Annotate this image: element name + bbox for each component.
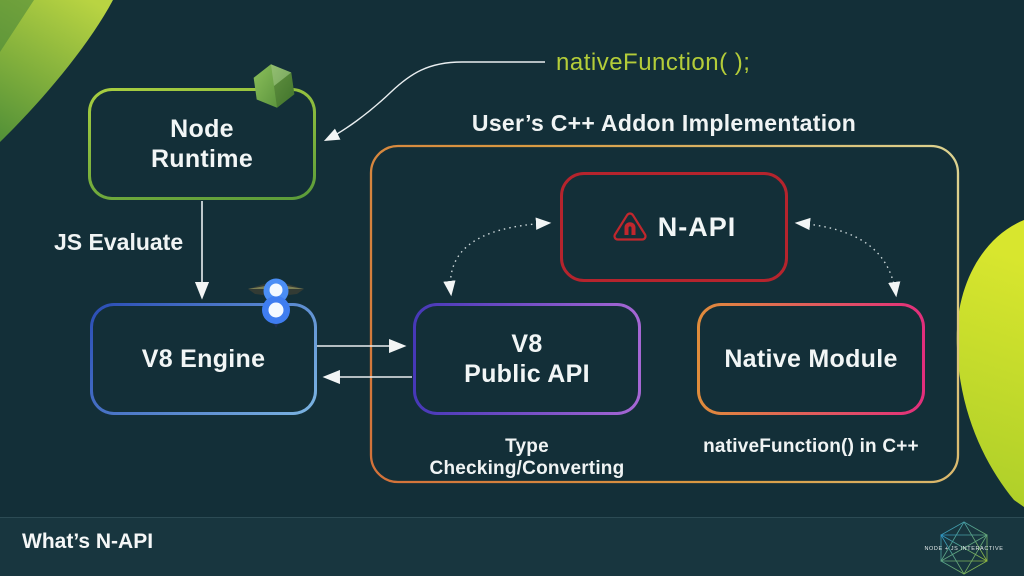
v8-public-api-box: V8 Public API	[413, 303, 641, 415]
type-checking-caption: Type Checking/Converting	[429, 436, 625, 479]
v8-public-api-label-line1: V8	[511, 329, 543, 358]
footer-logo-text: NODE + JS INTERACTIVE	[924, 546, 1003, 552]
arrow-napi-native-module-bidirectional	[794, 217, 901, 298]
native-module-box-inner: Native Module	[700, 306, 922, 412]
js-evaluate-label: JS Evaluate	[54, 229, 184, 255]
arrow-public-api-napi-bidirectional	[443, 217, 552, 297]
node-runtime-label-line2: Runtime	[150, 145, 254, 173]
v8-engine-label: V8 Engine	[141, 344, 266, 373]
native-module-label: Native Module	[724, 344, 898, 373]
native-function-cpp-caption: nativeFunction() in C++	[703, 436, 919, 457]
v8-engine-box: V8 Engine	[90, 303, 317, 415]
addon-section-title: User’s C++ Addon Implementation	[471, 110, 857, 136]
napi-label: N-API	[657, 211, 737, 242]
lime-blob-right	[956, 220, 1024, 507]
v8-public-api-label-line2: Public API	[464, 360, 590, 388]
napi-icon	[613, 212, 647, 241]
v8-logo-icon	[248, 278, 304, 328]
v8-public-api-box-inner: V8 Public API	[416, 306, 638, 412]
native-function-annotation: nativeFunction( );	[556, 49, 751, 76]
footer-bar: What’s N-API NODE + JS INTERACTIVE	[0, 517, 1024, 576]
node-runtime-box-inner: Node Runtime	[91, 91, 313, 197]
node-js-interactive-logo-icon: NODE + JS INTERACTIVE	[924, 521, 1003, 575]
footer-slide-title: What’s N-API	[22, 530, 154, 553]
nodejs-hexagon-icon	[253, 64, 295, 108]
native-module-box: Native Module	[697, 303, 925, 415]
napi-box: N-API	[560, 172, 788, 282]
node-runtime-label-line1: Node	[170, 114, 234, 143]
green-corner-facet	[0, 0, 34, 52]
